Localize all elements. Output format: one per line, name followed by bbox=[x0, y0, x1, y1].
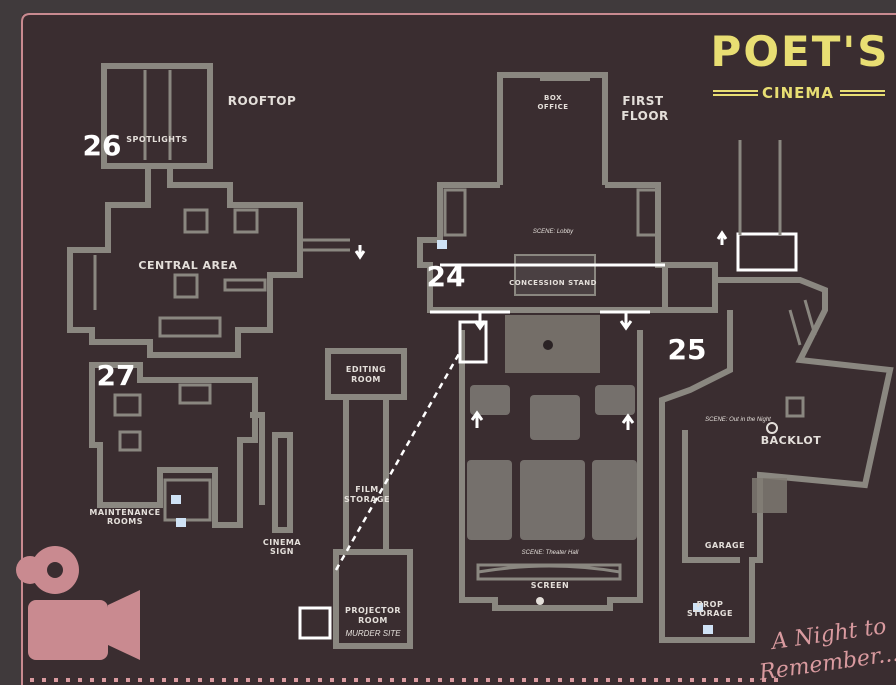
maintenance-label-2: ROOMS bbox=[107, 517, 143, 526]
projection-wing bbox=[298, 348, 462, 649]
brand-name: POET'S bbox=[711, 27, 890, 76]
poets-cinema-logo: POET'S CINEMA bbox=[711, 27, 890, 102]
first-floor-label-1: FIRST bbox=[622, 94, 664, 108]
backlot-area bbox=[659, 140, 894, 643]
scene-lobby: SCENE: Lobby bbox=[533, 229, 574, 235]
first-floor bbox=[417, 72, 700, 611]
marker-24: 24 bbox=[427, 260, 466, 293]
projector-label-2: ROOM bbox=[358, 616, 388, 625]
projector-label-1: PROJECTOR bbox=[345, 606, 401, 615]
screen-label: SCREEN bbox=[531, 581, 569, 590]
tagline: A Night to Remember... bbox=[757, 614, 896, 685]
rooftop-label: ROOFTOP bbox=[228, 94, 297, 108]
backlot-scene-icon bbox=[766, 422, 778, 434]
garage-label: GARAGE bbox=[705, 541, 745, 550]
marker-26: 26 bbox=[83, 129, 122, 162]
murder-site-label: MURDER SITE bbox=[345, 629, 401, 638]
film-label-2: STORAGE bbox=[344, 495, 390, 504]
cinema-sign-label-2: SIGN bbox=[270, 547, 294, 556]
marker-27: 27 bbox=[97, 359, 136, 392]
marker-25: 25 bbox=[668, 333, 707, 366]
backlot-label: BACKLOT bbox=[761, 434, 821, 447]
arrow-icons bbox=[354, 230, 728, 430]
first-floor-label-2: FLOOR bbox=[621, 109, 669, 123]
scene-theater-hall: SCENE: Theater Hall bbox=[522, 550, 579, 556]
camera-icon bbox=[16, 546, 140, 660]
film-label-1: FILM bbox=[355, 485, 379, 494]
editing-label-1: EDITING bbox=[346, 365, 386, 374]
rooftop-floor bbox=[67, 63, 350, 533]
scene-out-in-night: SCENE: Out in the Night bbox=[705, 417, 771, 423]
editing-label-2: ROOM bbox=[351, 375, 381, 384]
maintenance-label-1: MAINTENANCE bbox=[89, 508, 160, 517]
box-office-label-1: BOX bbox=[544, 94, 562, 102]
spotlights-label: SPOTLIGHTS bbox=[126, 135, 187, 144]
prop-storage-label-1: PROP bbox=[697, 600, 724, 609]
concession-label: CONCESSION STAND bbox=[509, 279, 597, 287]
central-area-label: CENTRAL AREA bbox=[138, 259, 237, 272]
clue-icon bbox=[171, 240, 713, 634]
prop-storage-label-2: STORAGE bbox=[687, 609, 733, 618]
brand-sub: CINEMA bbox=[762, 84, 834, 102]
cinema-sign-label-1: CINEMA bbox=[263, 538, 301, 547]
box-office-label-2: OFFICE bbox=[537, 103, 568, 111]
